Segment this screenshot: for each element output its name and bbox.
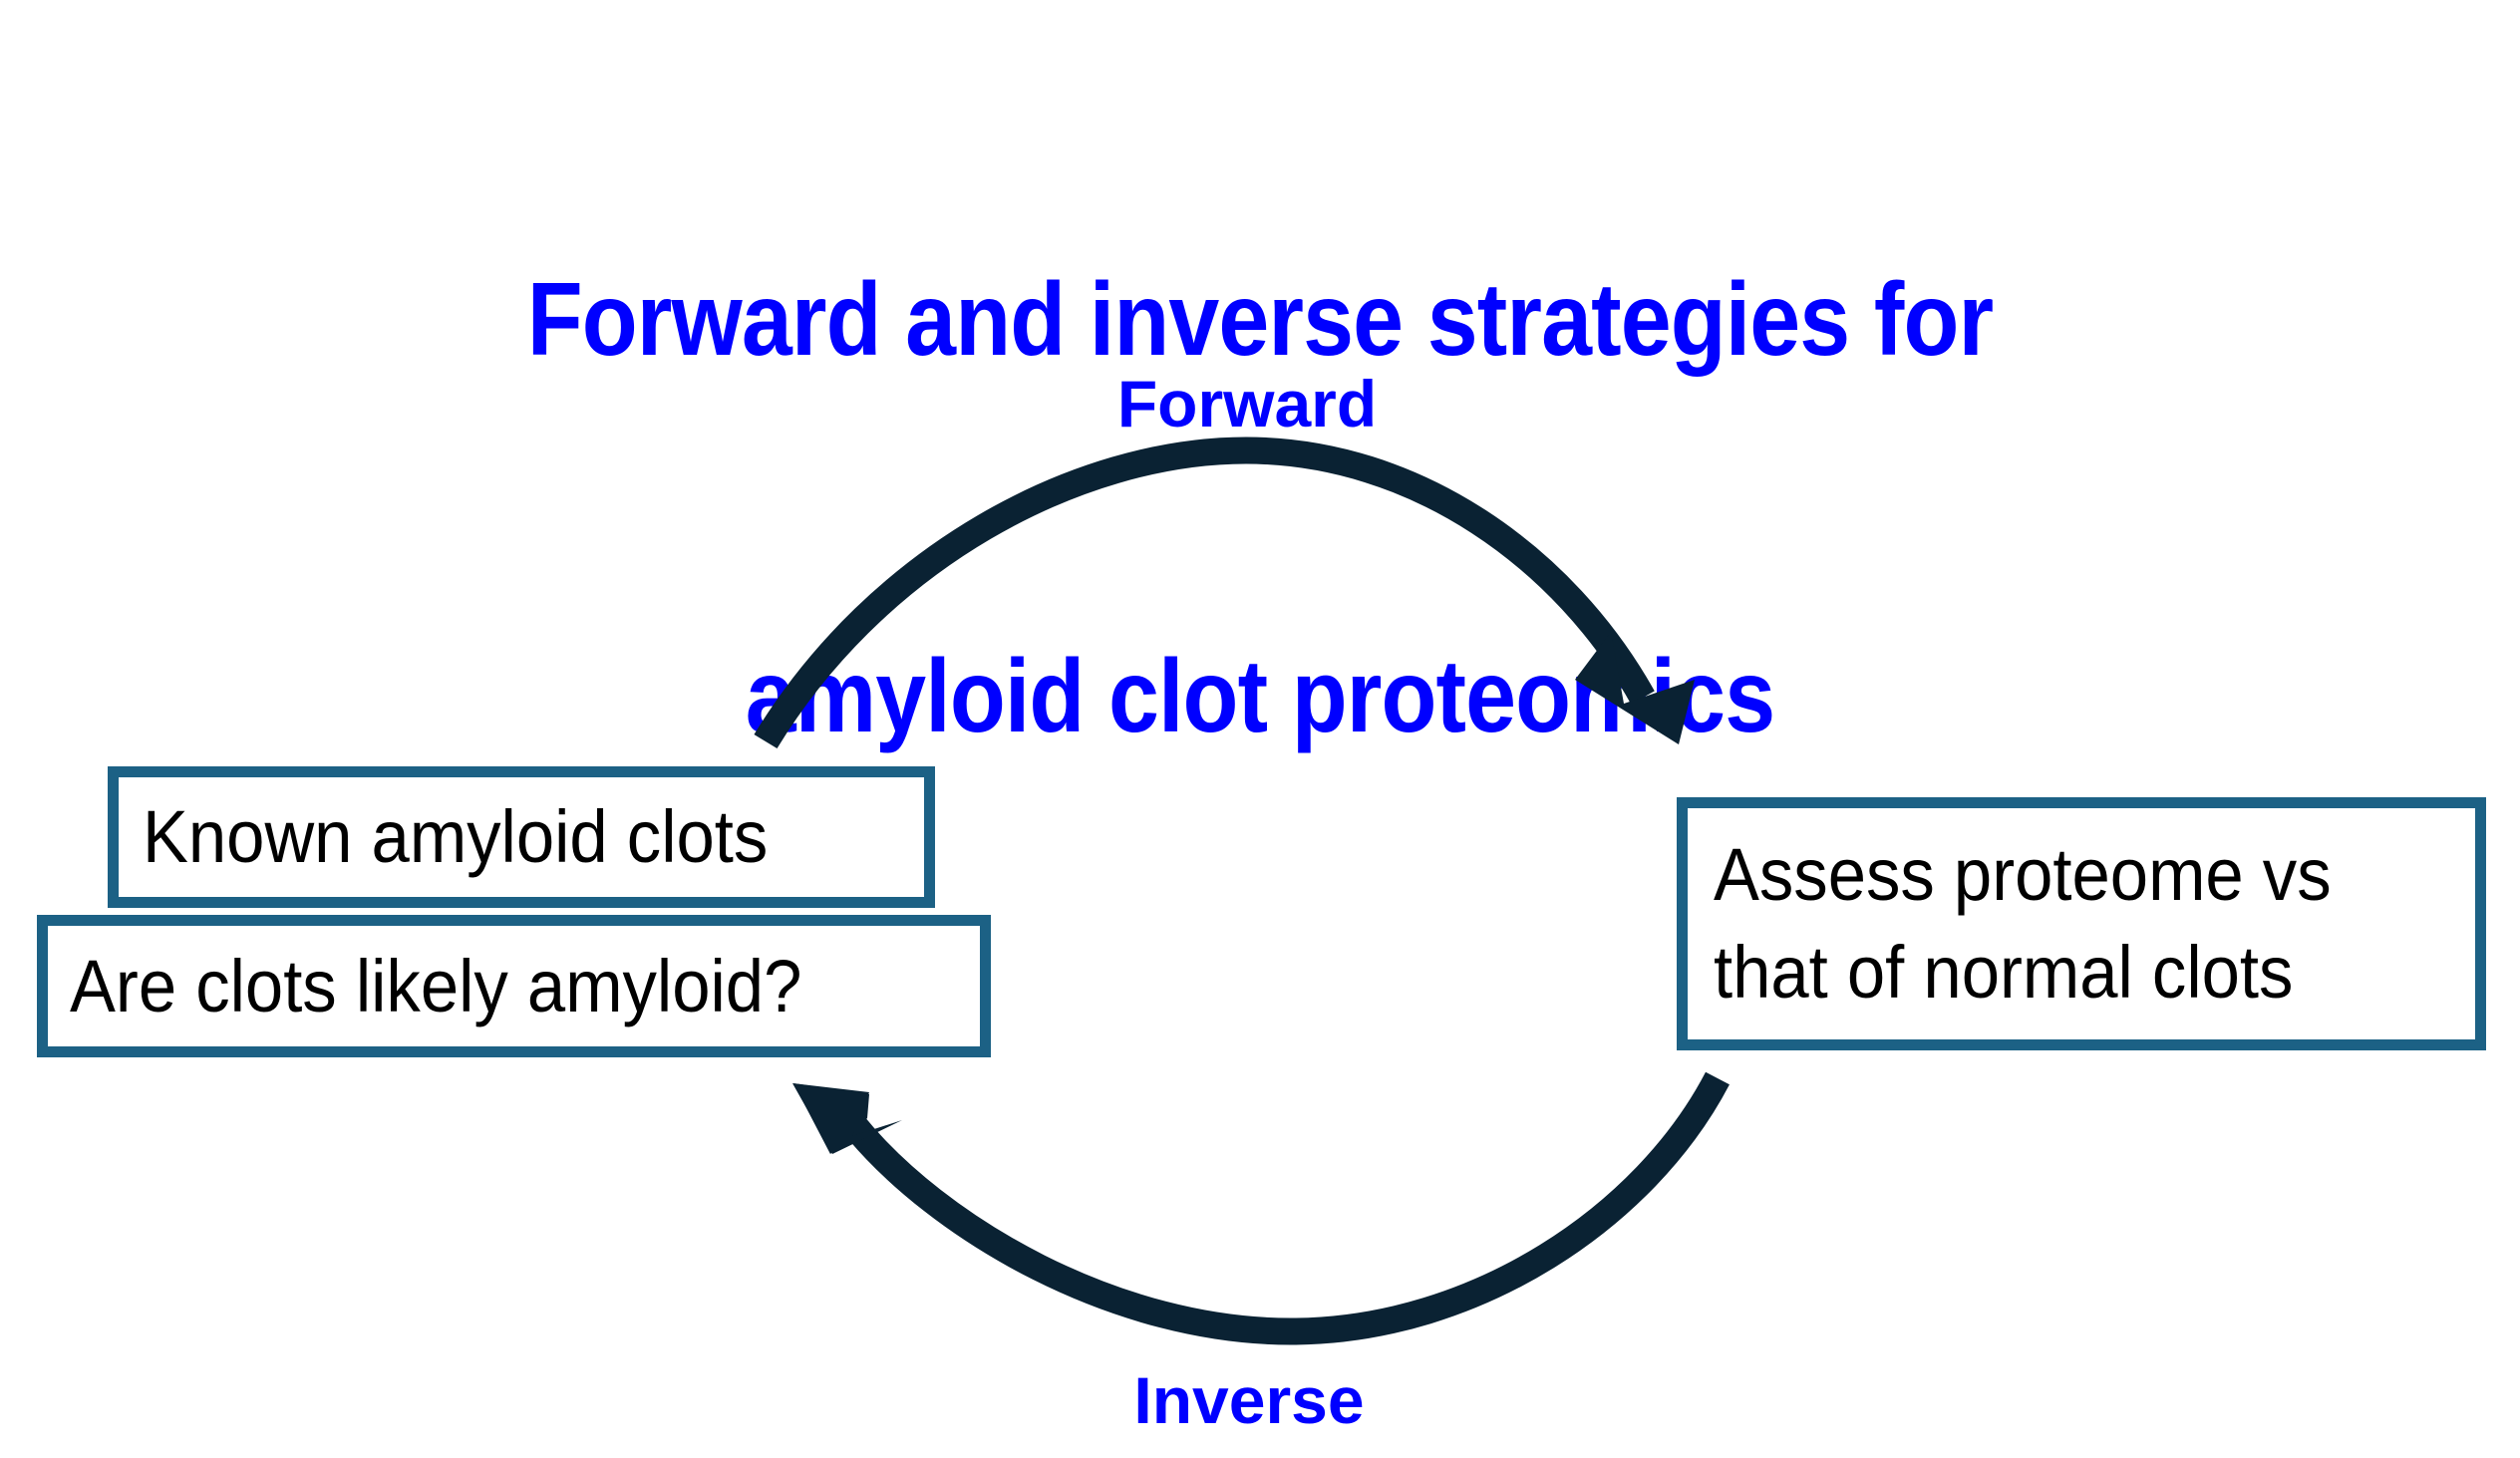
inverse-arrow [792,1071,1730,1345]
node-known-amyloid-clots-line-1: Known amyloid clots [143,795,769,878]
node-are-clots-likely-amyloid-line-1: Are clots likely amyloid? [70,944,802,1027]
node-known-amyloid-clots[interactable]: Known amyloid clots [108,766,935,908]
node-assess-proteome[interactable]: Assess proteome vs that of normal clots [1677,797,2486,1050]
page-title-line-2: amyloid clot proteomics [745,639,1775,754]
forward-label: Forward [1116,367,1378,440]
inverse-label: Inverse [1133,1363,1365,1437]
node-are-clots-likely-amyloid[interactable]: Are clots likely amyloid? [37,915,991,1057]
node-assess-proteome-line-1: Assess proteome vs [1714,833,2332,916]
inverse-arrow-head [792,1083,902,1154]
inverse-arrow-head-fill [793,1083,869,1154]
node-assess-proteome-line-2: that of normal clots [1714,931,2294,1014]
inverse-arrow-shaft [842,1071,1730,1345]
page-title-line-1: Forward and inverse strategies for [526,262,1994,378]
